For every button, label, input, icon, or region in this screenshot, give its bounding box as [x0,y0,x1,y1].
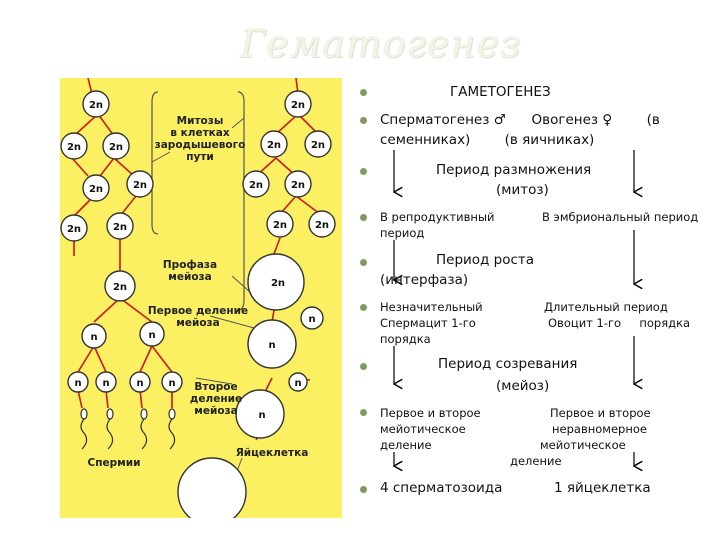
svg-text:2n: 2n [315,220,329,231]
svg-text:n: n [168,378,175,389]
bullet-dot [360,117,367,124]
svg-text:2n: 2n [273,220,287,231]
mitosis-label-2: в клетках [170,127,230,139]
mitosis-label-3: зародышевого [155,139,246,151]
bullet-period-line2: период [380,226,425,240]
egg-label: Яйцеклетка [236,447,309,459]
mitosis-label-1: Митозы [177,115,224,127]
svg-text:2n: 2n [133,180,147,191]
first-division-label-2: мейоза [176,317,219,329]
bullet-growth-line1: Период роста [436,252,535,268]
bullet-multiplication-line1: Период размножения [436,162,592,178]
second-division-label-1: Второе [194,381,237,393]
bullet-meiosis-right2: неравномерное [552,422,647,436]
second-division-label-2: деление [190,393,242,405]
gametogenesis-diagram: 2n 2n 2n 2n 2n 2n 2n 2n 2n 2n 2n 2n 2n 2… [60,78,342,518]
svg-text:n: n [268,340,275,351]
bullet-spermatogenesis-line2: семенниках) (в яичниках) [380,132,595,148]
bullet-multiplication-line2: (митоз) [496,182,549,198]
bullet-meiosis-right4: деление [510,454,562,468]
bullet-maturation-line1: Период созревания [438,356,578,372]
svg-text:2n: 2n [67,142,81,153]
svg-text:2n: 2n [113,222,127,233]
bullet-dot [360,363,367,370]
bullet-dot [360,89,367,96]
bullet-result-left: 4 сперматозоида [380,480,503,496]
svg-text:n: n [102,378,109,389]
svg-text:2n: 2n [291,100,305,111]
svg-text:n: n [294,378,301,389]
svg-text:2n: 2n [67,224,81,235]
svg-text:n: n [136,378,143,389]
prophase-label-2: мейоза [168,271,211,283]
mitosis-label-4: пути [186,151,214,163]
bullet-meiosis-right3: мейотическое [540,438,626,452]
bullet-growth-line2: (интерфаза) [380,272,469,288]
svg-text:n: n [90,332,97,343]
bullet-growth-right1: Длительный период [544,300,668,314]
bullet-dot [360,259,367,266]
bullet-growth-left3: порядка [380,332,431,346]
bullet-dot [360,168,367,175]
bullet-growth-left2: Спермацит 1-го [380,316,476,330]
second-division-label-3: мейоза [194,405,237,417]
sperm-label: Спермии [88,457,141,469]
bullet-gametogenesis: ГАМЕТОГЕНЕЗ [450,84,551,100]
svg-text:2n: 2n [109,142,123,153]
svg-text:n: n [308,314,315,325]
first-division-label-1: Первое деление [148,305,248,317]
bullet-meiosis-left2: мейотическое [380,422,466,436]
svg-text:2n: 2n [271,278,285,289]
svg-text:n: n [74,378,81,389]
bullet-spermatogenesis-line1: Сперматогенез ♂ Овогенез ♀ (в [380,112,660,128]
bullet-dot [360,409,367,416]
svg-text:n: n [148,330,155,341]
bullet-dot [360,214,367,221]
svg-text:2n: 2n [311,140,325,151]
svg-text:2n: 2n [89,100,103,111]
svg-text:2n: 2n [249,180,263,191]
bullet-dot [360,486,367,493]
prophase-label-1: Профаза [163,259,217,271]
bullet-period-left: В репродуктивный [380,210,495,224]
svg-text:2n: 2n [89,184,103,195]
svg-text:n: n [258,410,265,421]
bullet-meiosis-left1: Первое и второе [380,406,481,420]
bullet-meiosis-left3: деление [380,438,432,452]
bullet-dot [360,304,367,311]
bullet-growth-left1: Незначительный [380,300,483,314]
bullet-maturation-line2: (мейоз) [496,378,550,394]
svg-text:2n: 2n [291,180,305,191]
bullet-period-right: В эмбриональный период [542,210,699,224]
svg-text:2n: 2n [267,140,281,151]
bullet-growth-right2: Овоцит 1-го порядка [548,316,691,330]
bullet-meiosis-right1: Первое и второе [550,406,651,420]
bullet-result-right: 1 яйцеклетка [554,480,651,496]
svg-text:2n: 2n [113,282,127,293]
page-title: Гематогенез [240,22,522,66]
